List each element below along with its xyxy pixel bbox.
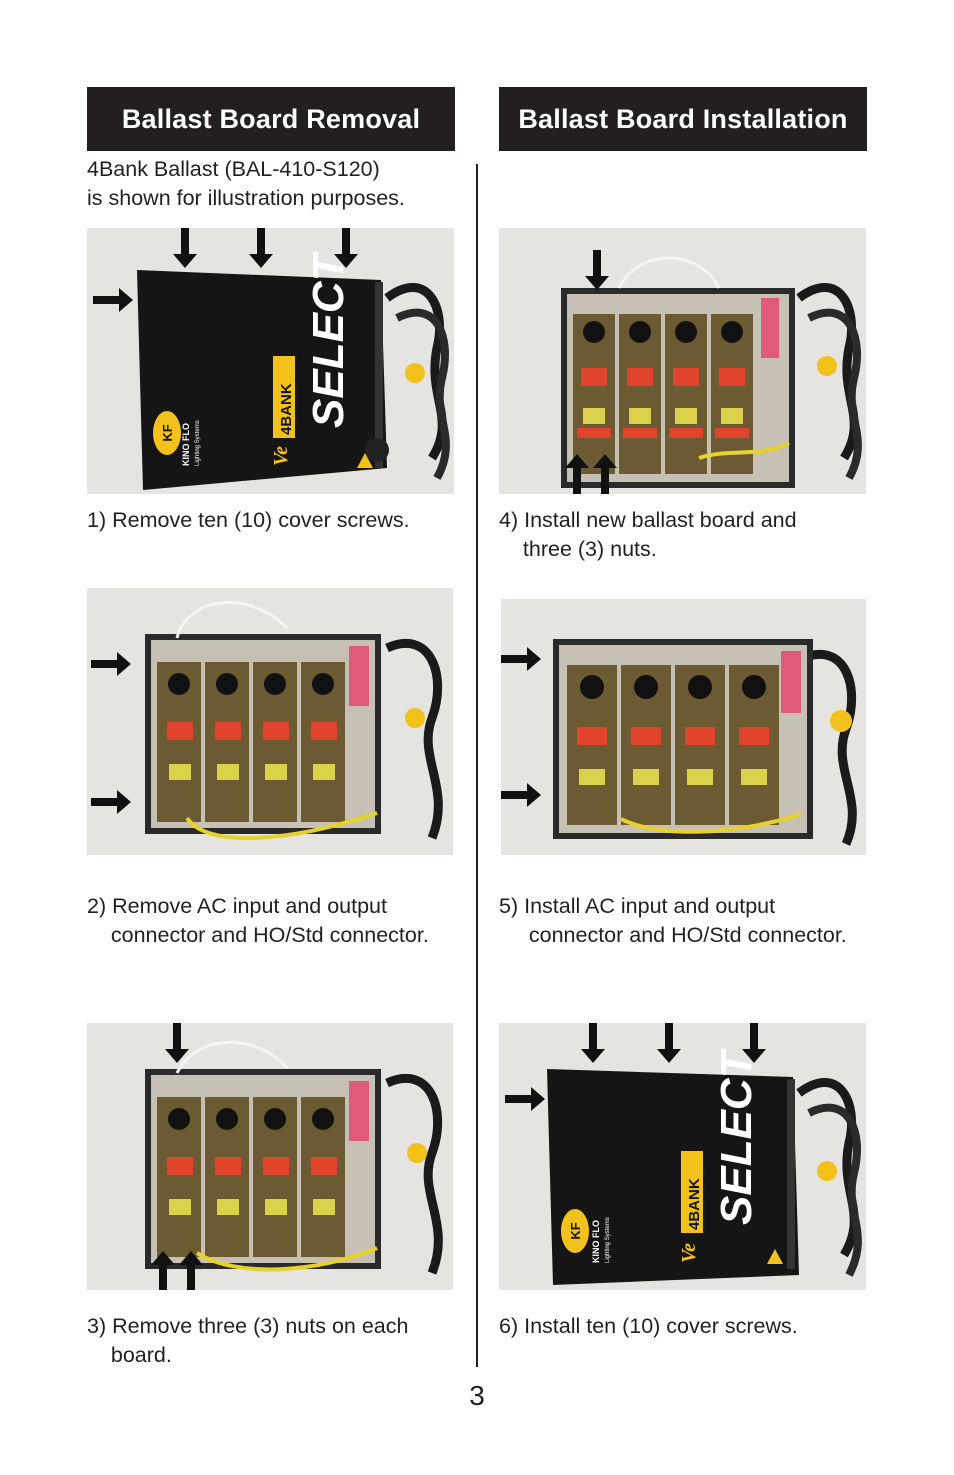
cover-model-bank: 4BANK	[686, 1178, 703, 1230]
cover-model-name: SELECT	[712, 1048, 761, 1225]
cover-brand: KINO FLO	[181, 423, 191, 466]
cover-brand-sub: Lighting Systems	[605, 1217, 611, 1263]
cover-logo: KF	[568, 1222, 583, 1239]
section-header-removal: Ballast Board Removal	[87, 87, 455, 151]
step-1-text: 1) Remove ten (10) cover screws.	[87, 508, 410, 532]
photo-step-3-nuts	[87, 1023, 453, 1290]
photo-step-1-closed-cover: KF KINO FLO Lighting Systems Ve 4BANK SE…	[87, 228, 454, 494]
column-divider	[476, 164, 478, 1367]
intro-text: 4Bank Ballast (BAL-410-S120) is shown fo…	[87, 157, 405, 210]
cover-model-prefix: Ve	[270, 446, 292, 466]
page-number: 3	[469, 1380, 485, 1411]
cover-model-name: SELECT	[304, 251, 353, 428]
cover-model-bank: 4BANK	[278, 383, 295, 435]
cover-brand-sub: Lighting Systems	[195, 420, 201, 466]
photo-step-5-connectors	[501, 599, 866, 855]
photo-step-2-connectors	[87, 588, 453, 855]
step-5-text: 5) Install AC input and output connector…	[499, 894, 847, 947]
step-2-text: 2) Remove AC input and output connector …	[87, 894, 429, 947]
photo-step-4-install-board	[499, 228, 866, 494]
cover-model-prefix: Ve	[678, 1243, 700, 1263]
cover-brand: KINO FLO	[591, 1220, 601, 1263]
cover-logo: KF	[160, 424, 175, 441]
step-4-text: 4) Install new ballast board and three (…	[499, 508, 797, 561]
step-3-text: 3) Remove three (3) nuts on each board.	[87, 1314, 409, 1367]
photo-step-6-closed-cover: KF KINO FLO Lighting Systems Ve 4BANK SE…	[499, 1023, 866, 1290]
section-header-installation: Ballast Board Installation	[499, 87, 867, 151]
step-6-text: 6) Install ten (10) cover screws.	[499, 1314, 798, 1338]
